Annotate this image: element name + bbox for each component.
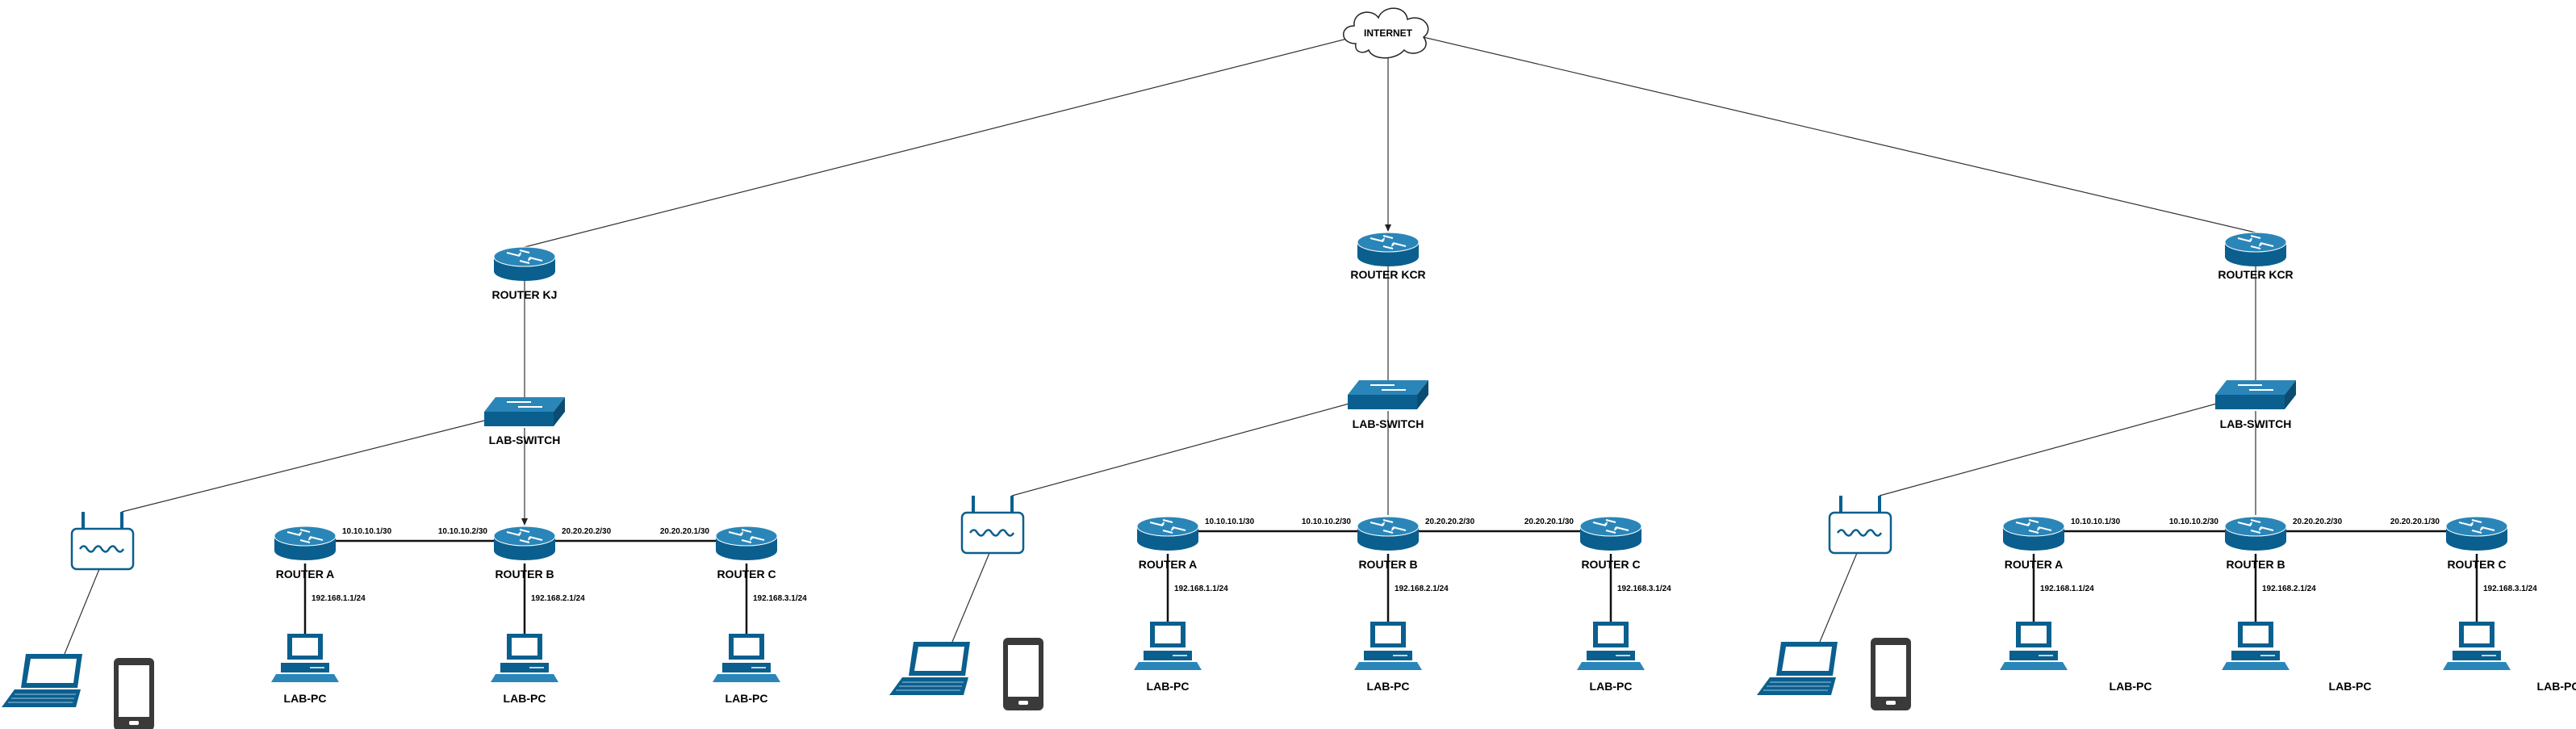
router-icon[interactable] — [2002, 516, 2065, 551]
laptop-icon[interactable] — [889, 642, 970, 695]
router-label: ROUTER C — [717, 568, 776, 580]
lan-ip-label: 192.168.3.1/24 — [1617, 584, 1671, 593]
switch-ap-line — [1879, 399, 2232, 496]
pc-label: LAB-PC — [284, 692, 327, 705]
link-ip-label: 20.20.20.2/30 — [2293, 517, 2343, 526]
pc-icon[interactable] — [2000, 622, 2068, 670]
router-label: ROUTER A — [1139, 558, 1198, 571]
lan-ip-label: 192.168.3.1/24 — [2483, 584, 2537, 593]
phone-icon[interactable] — [114, 658, 154, 729]
link-ip-label: 10.10.10.1/30 — [1205, 517, 1255, 526]
pc-label: LAB-PC — [2329, 680, 2372, 693]
pc-icon[interactable] — [1134, 622, 1202, 670]
laptop-icon[interactable] — [2, 654, 82, 707]
lan-ip-label: 192.168.2.1/24 — [2262, 584, 2316, 593]
devices — [2, 7, 2511, 729]
pc-label: LAB-PC — [1147, 680, 1190, 693]
lan-ip-label: 192.168.1.1/24 — [2040, 584, 2094, 593]
wireless-ap-icon[interactable] — [1828, 496, 1892, 555]
pc-label: LAB-PC — [726, 692, 768, 705]
router-label: ROUTER C — [2447, 558, 2506, 571]
router-icon[interactable] — [2224, 516, 2287, 551]
router-icon[interactable] — [715, 526, 778, 560]
switch-label: LAB-SWITCH — [489, 434, 561, 446]
labels: INTERNET ROUTER KJ LAB-SWITCH ROUTER A ROUTE… — [276, 27, 2576, 705]
switch-ap-line — [1011, 399, 1365, 496]
phone-icon[interactable] — [1003, 638, 1043, 710]
internet-link-line — [524, 35, 1361, 248]
internet-label: INTERNET — [1364, 27, 1413, 39]
router-icon[interactable] — [2445, 516, 2508, 551]
switch-ap-line — [121, 416, 501, 513]
link-ip-label: 20.20.20.2/30 — [562, 527, 612, 536]
router-label: ROUTER B — [2226, 558, 2285, 571]
router-icon[interactable] — [1357, 516, 1420, 551]
switch-icon[interactable] — [1348, 380, 1428, 409]
link-ip-label: 10.10.10.2/30 — [1302, 517, 1352, 526]
pc-icon[interactable] — [491, 634, 558, 682]
wireless-ap-icon[interactable] — [960, 496, 1025, 555]
pc-icon[interactable] — [713, 634, 780, 682]
pc-label: LAB-PC — [2110, 680, 2152, 693]
connection-lines — [64, 35, 2478, 655]
ap-laptop-line — [951, 552, 990, 643]
switch-label: LAB-SWITCH — [1353, 417, 1424, 430]
lan-ip-label: 192.168.1.1/24 — [312, 594, 366, 603]
core-router-label: ROUTER KJ — [492, 288, 558, 301]
link-ip-label: 10.10.10.1/30 — [2071, 517, 2121, 526]
pc-label: LAB-PC — [504, 692, 546, 705]
router-icon[interactable] — [493, 526, 556, 560]
router-icon[interactable] — [1136, 516, 1199, 551]
link-ip-label: 20.20.20.2/30 — [1425, 517, 1475, 526]
core-router-label: ROUTER KCR — [1350, 268, 1425, 281]
pc-icon[interactable] — [2222, 622, 2290, 670]
link-ip-label: 20.20.20.1/30 — [2390, 517, 2440, 526]
router-label: ROUTER C — [1581, 558, 1640, 571]
core-router-label: ROUTER KCR — [2218, 268, 2293, 281]
router-icon[interactable] — [1579, 516, 1642, 551]
link-ip-label: 20.20.20.1/30 — [1524, 517, 1574, 526]
switch-icon[interactable] — [484, 397, 565, 426]
link-ip-label: 10.10.10.2/30 — [2169, 517, 2219, 526]
link-ip-label: 20.20.20.1/30 — [660, 527, 710, 536]
pc-icon[interactable] — [1577, 622, 1645, 670]
ap-laptop-line — [64, 568, 100, 655]
core-router-icon[interactable] — [493, 246, 556, 281]
pc-label: LAB-PC — [1367, 680, 1410, 693]
lan-ip-label: 192.168.1.1/24 — [1174, 584, 1228, 593]
wireless-ap-icon[interactable] — [70, 512, 135, 571]
pc-icon[interactable] — [2443, 622, 2511, 670]
cloud-icon[interactable] — [1343, 7, 1429, 59]
link-ip-label: 10.10.10.1/30 — [342, 527, 392, 536]
lan-ip-label: 192.168.3.1/24 — [753, 594, 807, 603]
router-icon[interactable] — [274, 526, 337, 560]
lan-ip-label: 192.168.2.1/24 — [1395, 584, 1449, 593]
ap-laptop-line — [1819, 552, 1858, 643]
pc-icon[interactable] — [1354, 622, 1422, 670]
laptop-icon[interactable] — [1757, 642, 1838, 695]
router-label: ROUTER B — [1358, 558, 1417, 571]
core-router-icon[interactable] — [2224, 232, 2287, 266]
switch-icon[interactable] — [2215, 380, 2296, 409]
link-ip-label: 10.10.10.2/30 — [438, 527, 488, 536]
switch-label: LAB-SWITCH — [2220, 417, 2292, 430]
pc-icon[interactable] — [271, 634, 339, 682]
router-label: ROUTER A — [276, 568, 335, 580]
router-label: ROUTER A — [2005, 558, 2064, 571]
internet-link-line — [1416, 35, 2256, 233]
pc-label: LAB-PC — [2537, 680, 2576, 693]
pc-label: LAB-PC — [1590, 680, 1633, 693]
lan-ip-label: 192.168.2.1/24 — [531, 594, 585, 603]
router-label: ROUTER B — [495, 568, 554, 580]
phone-icon[interactable] — [1871, 638, 1911, 710]
core-router-icon[interactable] — [1357, 232, 1420, 266]
